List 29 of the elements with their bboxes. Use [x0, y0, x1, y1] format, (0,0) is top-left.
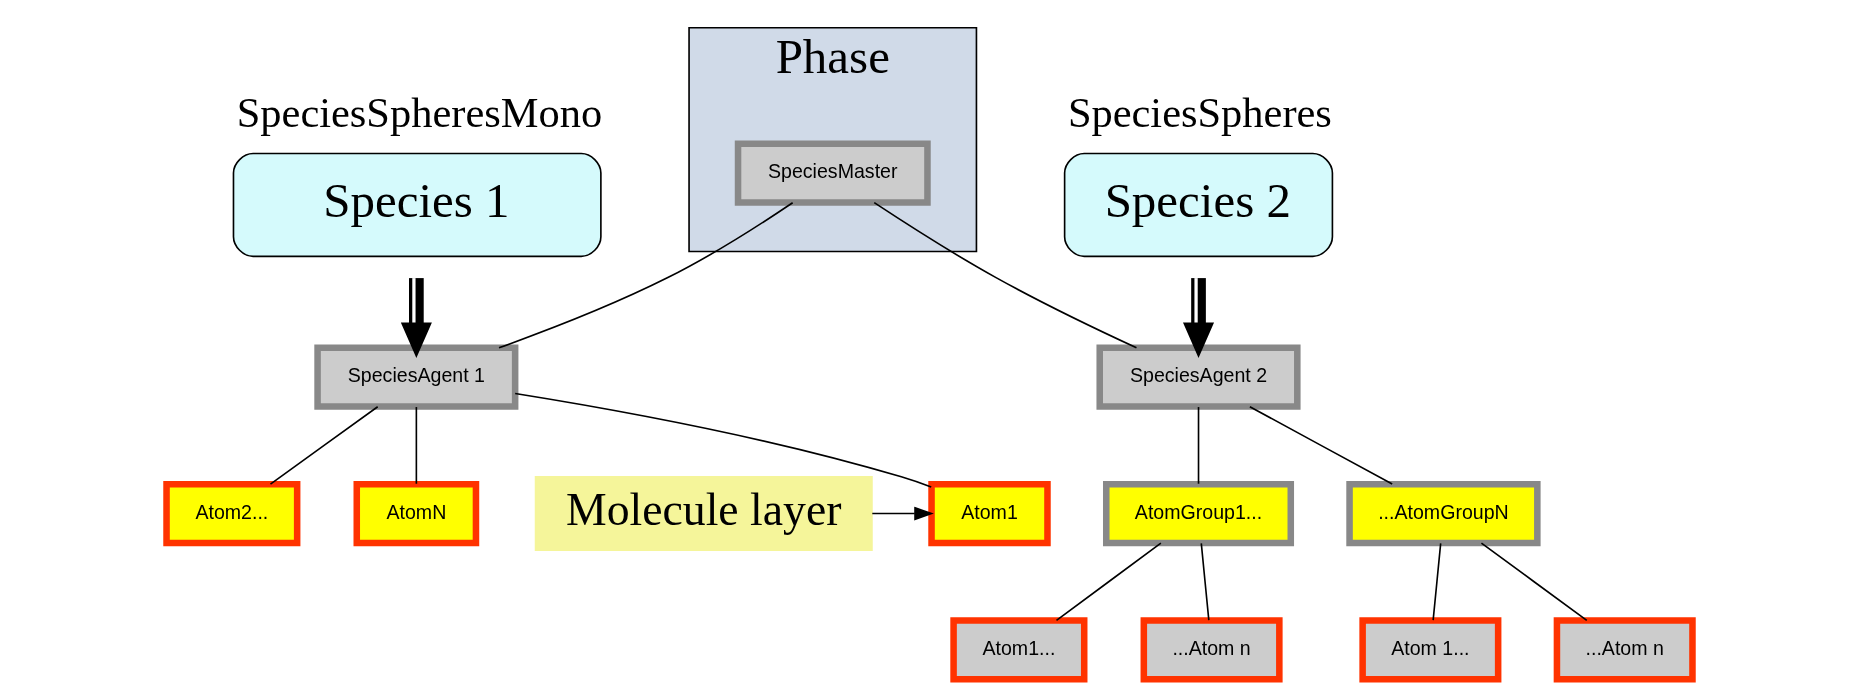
arrow	[400, 278, 432, 358]
connector	[872, 201, 1137, 349]
node-box: Atom2...	[162, 480, 300, 547]
connector	[1480, 542, 1588, 622]
node-box: SpeciesAgent 2	[1095, 344, 1301, 410]
node-label: SpeciesSpheresMono	[236, 89, 602, 137]
connector	[269, 405, 378, 485]
connector	[1055, 542, 1162, 622]
node-box: SpeciesMaster	[734, 140, 931, 206]
node-box: ...Atom n	[1140, 617, 1283, 683]
arrow	[1182, 278, 1214, 358]
node-box: AtomGroup1...	[1102, 480, 1294, 547]
connector	[1431, 542, 1441, 621]
node-box: AtomN	[353, 480, 479, 547]
node-box: Molecule layer	[534, 476, 873, 552]
connector	[1248, 405, 1393, 485]
connector	[1197, 406, 1199, 485]
node-box: ...Atom n	[1553, 617, 1696, 683]
node-box: ...AtomGroupN	[1345, 480, 1541, 547]
node-box: Atom 1...	[1358, 617, 1501, 683]
connector	[513, 392, 932, 488]
connector	[1199, 542, 1210, 621]
node-box: Atom1	[927, 480, 1051, 547]
node-box: Atom1...	[949, 617, 1087, 683]
connector	[415, 406, 417, 485]
node-label: SpeciesSpheres	[1067, 89, 1332, 137]
arrow	[871, 506, 934, 521]
connector	[497, 201, 793, 349]
node-box: SpeciesAgent 1	[313, 344, 518, 410]
